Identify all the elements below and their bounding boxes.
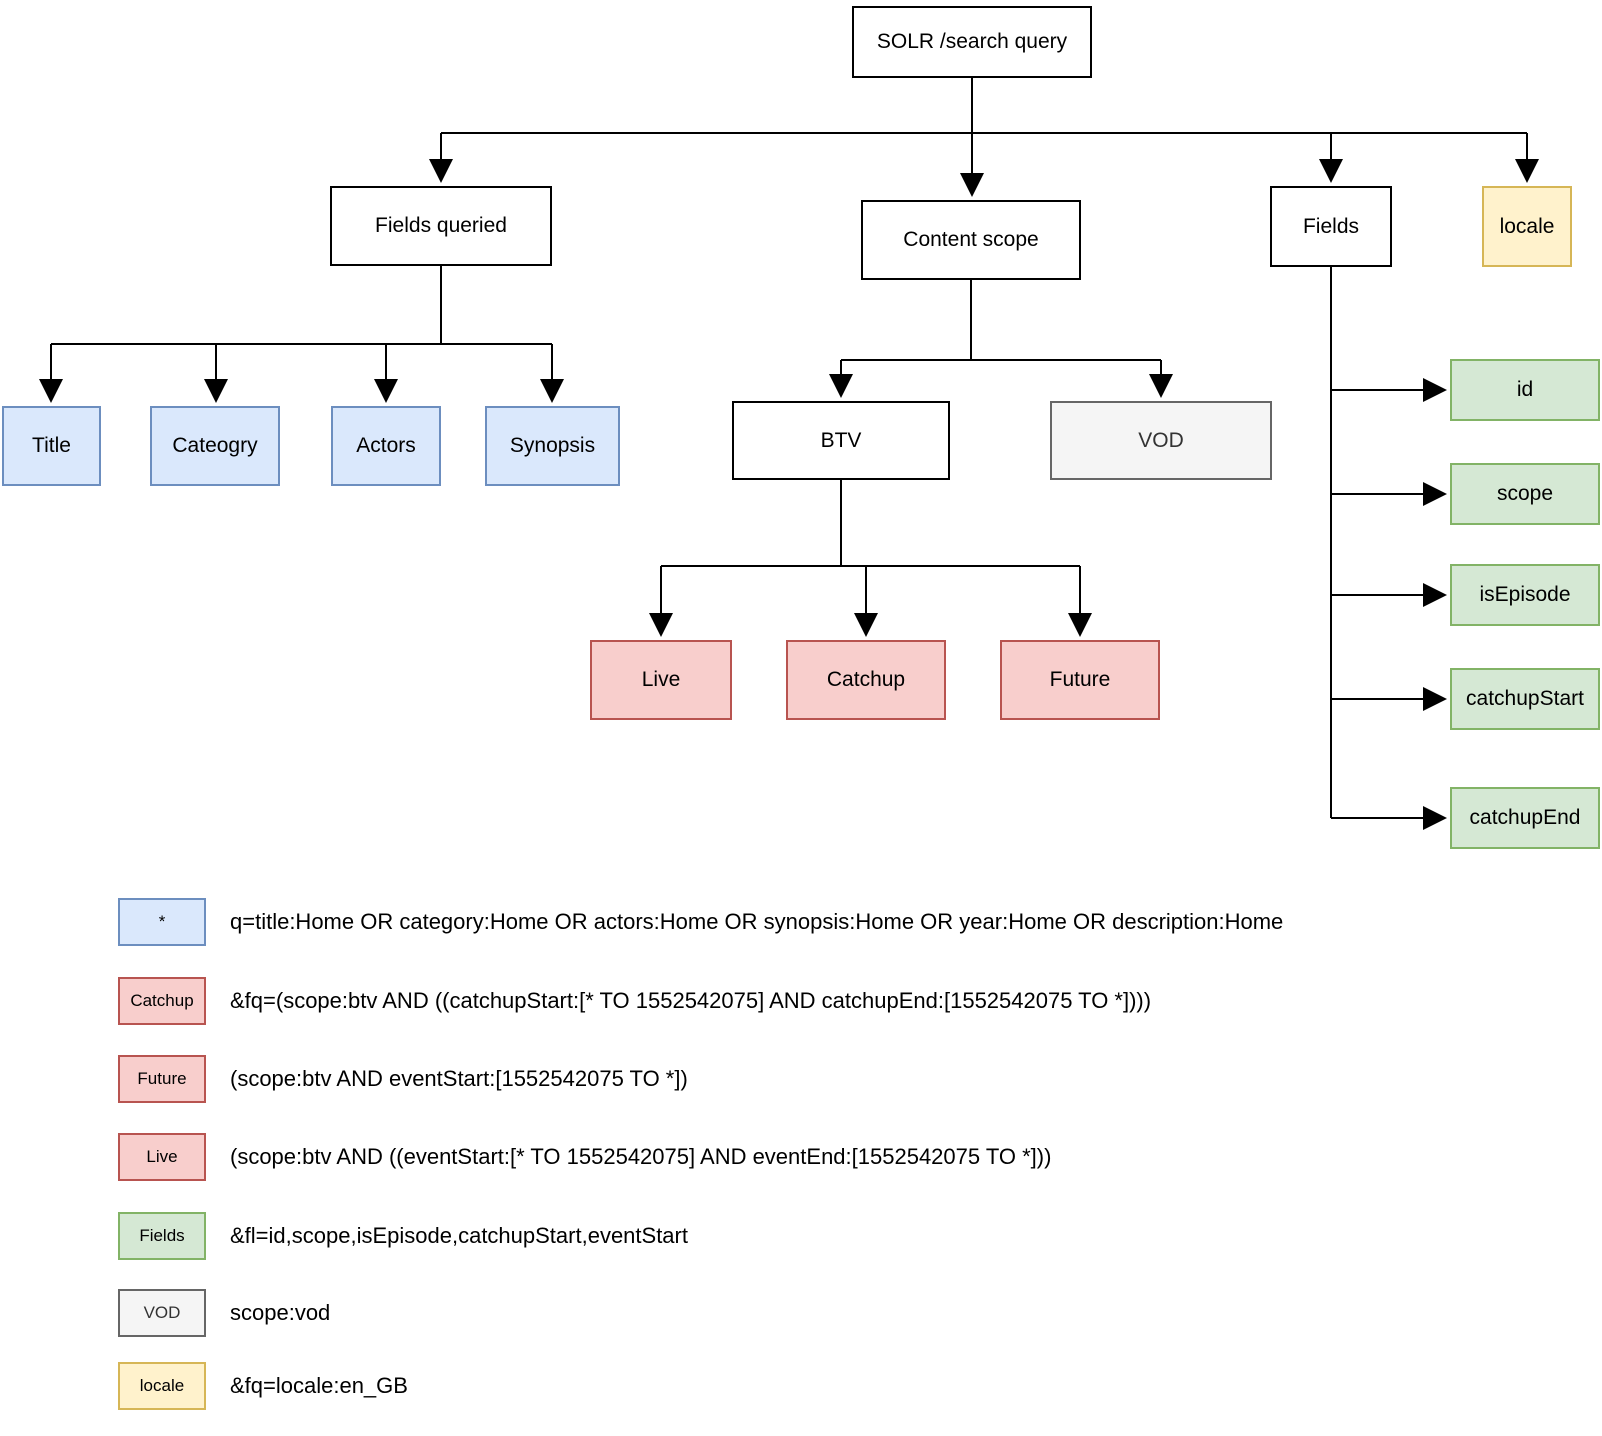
node-label: Content scope xyxy=(903,228,1039,251)
node-label: Fields xyxy=(1302,214,1360,238)
node-label: Live xyxy=(641,668,681,691)
legend-key: Fields xyxy=(139,1226,185,1245)
node-label: locale xyxy=(1499,214,1555,238)
node-id: id xyxy=(1450,359,1600,421)
node-label: Catchup xyxy=(826,668,906,691)
node-label: scope xyxy=(1496,482,1554,505)
legend-query-text: scope:vod xyxy=(230,1300,331,1325)
legend-key: VOD xyxy=(143,1303,181,1322)
node-label: BTV xyxy=(820,428,862,452)
node-cateogry: Cateogry xyxy=(150,406,280,486)
legend-key: locale xyxy=(139,1376,185,1395)
legend-row-catchup: Catchup &fq=(scope:btv AND ((catchupStar… xyxy=(0,977,1602,1025)
node-content-scope: Content scope xyxy=(861,200,1081,280)
node-label: VOD xyxy=(1138,428,1184,452)
node-isepisode: isEpisode xyxy=(1450,564,1600,626)
node-label: Synopsis xyxy=(509,434,596,457)
legend-row-star: * q=title:Home OR category:Home OR actor… xyxy=(0,898,1602,946)
legend-row-future: Future (scope:btv AND eventStart:[155254… xyxy=(0,1055,1602,1103)
node-synopsis: Synopsis xyxy=(485,406,620,486)
node-btv: BTV xyxy=(732,401,950,480)
node-solr-search-query: SOLR /search query xyxy=(852,6,1092,78)
legend-key: Live xyxy=(146,1147,178,1166)
legend-key: * xyxy=(158,912,166,931)
node-live: Live xyxy=(590,640,732,720)
node-label: Future xyxy=(1049,668,1111,691)
legend-query-text: &fl=id,scope,isEpisode,catchupStart,even… xyxy=(230,1223,688,1248)
legend-row-locale: locale &fq=locale:en_GB xyxy=(0,1362,1602,1410)
node-label: catchupStart xyxy=(1466,687,1584,710)
node-catchup: Catchup xyxy=(786,640,946,720)
legend-row-fields: Fields &fl=id,scope,isEpisode,catchupSta… xyxy=(0,1212,1602,1260)
node-label: Cateogry xyxy=(172,434,258,457)
legend-row-live: Live (scope:btv AND ((eventStart:[* TO 1… xyxy=(0,1133,1602,1181)
legend-swatch-catchup: Catchup xyxy=(118,977,206,1025)
node-label: id xyxy=(1516,378,1534,401)
node-title: Title xyxy=(2,406,101,486)
legend-swatch-vod: VOD xyxy=(118,1289,206,1337)
node-future: Future xyxy=(1000,640,1160,720)
node-label: SOLR /search query xyxy=(876,30,1068,53)
node-fields-queried: Fields queried xyxy=(330,186,552,266)
node-fields: Fields xyxy=(1270,186,1392,267)
node-catchupend: catchupEnd xyxy=(1450,787,1600,849)
node-label: Actors xyxy=(356,434,416,457)
legend-row-vod: VOD scope:vod xyxy=(0,1289,1602,1337)
node-label: catchupEnd xyxy=(1469,806,1581,829)
legend-swatch-star: * xyxy=(118,898,206,946)
node-scope: scope xyxy=(1450,463,1600,525)
node-actors: Actors xyxy=(331,406,441,486)
node-label: isEpisode xyxy=(1479,583,1571,606)
legend-swatch-locale: locale xyxy=(118,1362,206,1410)
node-vod: VOD xyxy=(1050,401,1272,480)
node-locale: locale xyxy=(1482,186,1572,267)
legend-query-text: &fq=locale:en_GB xyxy=(230,1373,408,1398)
legend-swatch-live: Live xyxy=(118,1133,206,1181)
legend-key: Future xyxy=(137,1069,187,1088)
node-label: Title xyxy=(32,434,71,457)
node-catchupstart: catchupStart xyxy=(1450,668,1600,730)
legend-query-text: q=title:Home OR category:Home OR actors:… xyxy=(230,909,1284,934)
legend-query-text: (scope:btv AND eventStart:[1552542075 TO… xyxy=(230,1066,688,1091)
legend-query-text: (scope:btv AND ((eventStart:[* TO 155254… xyxy=(230,1144,1052,1169)
legend-swatch-future: Future xyxy=(118,1055,206,1103)
legend-swatch-fields: Fields xyxy=(118,1212,206,1260)
node-label: Fields queried xyxy=(375,214,507,237)
legend-key: Catchup xyxy=(130,991,194,1010)
legend-query-text: &fq=(scope:btv AND ((catchupStart:[* TO … xyxy=(230,988,1152,1013)
